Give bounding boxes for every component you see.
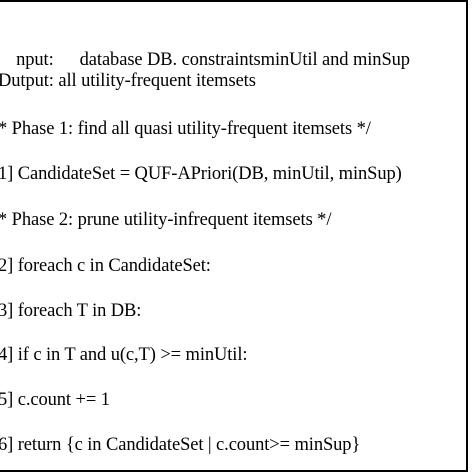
input-line: nput: database DB. constraintsminUtil and… — [0, 27, 410, 93]
output-line: Dutput: all utility-frequent itemsets — [0, 71, 256, 91]
input-label: nput: — [16, 50, 54, 70]
phase-2-comment: * Phase 2: prune utility-infrequent item… — [0, 210, 332, 230]
phase-1-comment: * Phase 1: find all quasi utility-freque… — [0, 119, 371, 139]
step-1-line: 1] CandidateSet = QUF-APriori(DB, minUti… — [0, 164, 402, 184]
input-text: database DB. constraintsminUtil and minS… — [79, 50, 410, 70]
step-4-line: 4] if c in T and u(c,T) >= minUtil: — [0, 345, 248, 365]
step-3-line: 3] foreach T in DB: — [0, 301, 142, 321]
step-6-line: 6] return {c in CandidateSet | c.count>=… — [0, 435, 361, 455]
step-5-line: 5] c.count += 1 — [0, 390, 110, 410]
step-2-line: 2] foreach c in CandidateSet: — [0, 256, 211, 276]
